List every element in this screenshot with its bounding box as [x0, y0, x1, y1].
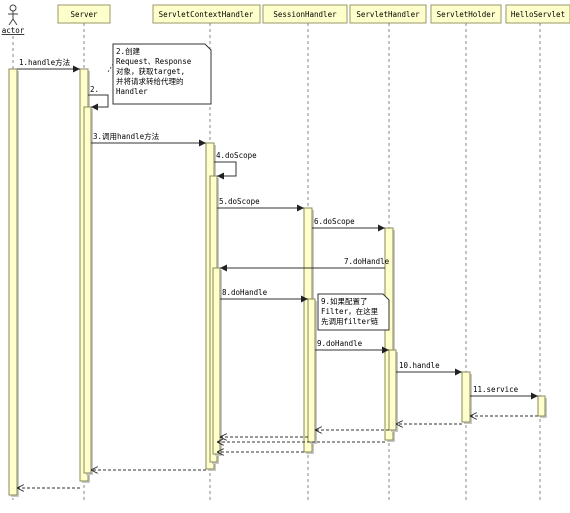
message-label: 3.调用handle方法: [93, 131, 160, 141]
activation-sessionhandler: [303, 207, 317, 454]
lifeline-title: Server: [70, 10, 98, 19]
note-line: 对象，获取target,: [116, 66, 185, 76]
message-8: 8.doHandle: [220, 288, 308, 303]
note-line: 并将请求转给代理的: [116, 76, 184, 86]
message-label: 11.service: [473, 385, 519, 394]
message-label: 8.doHandle: [222, 288, 268, 297]
message-label: 6.doScope: [314, 217, 355, 226]
message-6: 6.doScope: [312, 217, 385, 232]
message-label: 10.handle: [399, 361, 440, 370]
message-self-arrow: [214, 161, 237, 180]
note-9: 9.如果配置了 Filter，在这里 先调用filter链: [317, 293, 390, 331]
actor-leg-left-icon: [8, 18, 14, 26]
actor: actor: [2, 4, 25, 35]
activation-servletholder: [461, 371, 472, 424]
activation-servlethandler: [384, 227, 398, 442]
message-label: 2.: [90, 85, 99, 94]
message-10: 10.handle: [396, 361, 462, 376]
lifeline-servletcontexthandler: ServletContextHandler: [152, 4, 261, 24]
activation-server: [79, 68, 93, 483]
lifeline-title: ServletContextHandler: [159, 10, 254, 19]
message-7: 7.doHandle: [220, 257, 390, 272]
message-label: 9.doHandle: [317, 339, 363, 348]
note-line: 9.如果配置了: [321, 296, 368, 306]
message-label: 4.doScope: [216, 151, 257, 160]
note-line: Request、Response: [116, 57, 192, 66]
note-2: 2.创建 Request、Response 对象，获取target, 并将请求转…: [107, 43, 212, 105]
message-label: 5.doScope: [219, 197, 260, 206]
activation-helloservlet: [537, 395, 547, 418]
activation-actor: [8, 68, 19, 497]
note-line: 2.创建: [116, 46, 141, 56]
lifeline-title: ServletHolder: [437, 10, 496, 19]
lifeline-box: [152, 4, 261, 24]
message-4: 4.doScope: [214, 151, 257, 180]
lifeline-box: [262, 4, 348, 24]
lifeline-servletholder: ServletHolder: [430, 4, 502, 24]
message-5: 5.doScope: [217, 197, 304, 212]
actor-label: actor: [2, 26, 25, 35]
message-label: 7.doHandle: [344, 257, 390, 266]
note-box: [112, 43, 212, 105]
actor-head-icon: [9, 4, 17, 12]
lifeline-title: SessionHandler: [273, 10, 337, 19]
message-label: 1.handle方法: [19, 57, 71, 67]
actor-leg-right-icon: [12, 18, 18, 26]
note-line: Handler: [116, 87, 148, 96]
message-9: 9.doHandle: [315, 339, 389, 354]
lifeline-title: HelloServlet: [511, 10, 565, 19]
lifeline-title: ServletHandler: [356, 10, 420, 19]
message-1: 1.handle方法: [17, 57, 80, 73]
lifeline-helloservlet: HelloServlet: [505, 4, 570, 24]
note-line: Filter，在这里: [321, 306, 379, 316]
message-2: 2.: [88, 85, 109, 111]
lifeline-box: [505, 4, 570, 24]
note-box: [317, 293, 390, 331]
lifeline-box: [349, 4, 427, 24]
message-self-arrow: [88, 94, 109, 111]
lifeline-servlethandler: ServletHandler: [349, 4, 427, 24]
message-11: 11.service: [470, 385, 538, 400]
lifeline-server: Server: [57, 4, 111, 24]
message-3: 3.调用handle方法: [91, 131, 206, 147]
lifeline-sessionhandler: SessionHandler: [262, 4, 348, 24]
note-line: 先调用filter链: [321, 316, 379, 326]
activation-servletcontexthandler: [205, 142, 222, 471]
